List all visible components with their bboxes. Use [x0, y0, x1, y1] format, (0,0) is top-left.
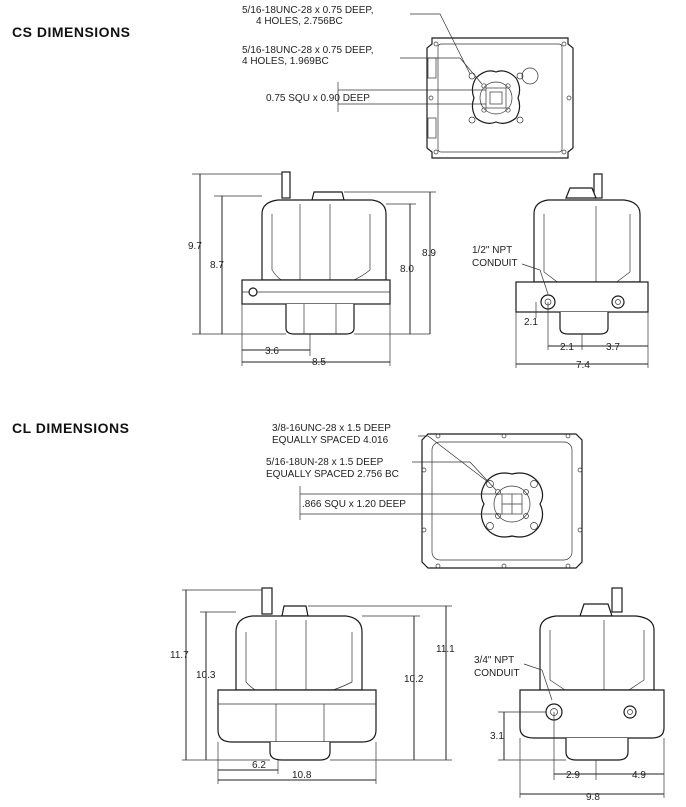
cl-callout-2-line1: 5/16-18UN-28 x 1.5 DEEP — [266, 457, 384, 468]
cl-top-view — [299, 433, 583, 569]
cl-front-view — [182, 587, 452, 784]
cl-conduit-line1: 3/4" NPT — [474, 655, 514, 666]
cs-top-view — [337, 13, 574, 159]
cl-dim-6-2: 6.2 — [252, 760, 266, 771]
cl-callout-1-line2: EQUALLY SPACED 4.016 — [272, 435, 389, 446]
cs-callout-2-line2: 4 HOLES, 1.969BC — [242, 56, 329, 67]
cs-dim-2-1-vert: 2.1 — [524, 317, 538, 328]
cl-dim-11-1: 11.1 — [436, 644, 455, 655]
cs-callout-3: 0.75 SQU x 0.90 DEEP — [266, 93, 370, 104]
cl-dim-9-8: 9.8 — [586, 792, 600, 803]
cs-callout-2-line1: 5/16-18UNC-28 x 0.75 DEEP, — [242, 45, 374, 56]
cs-front-view — [192, 171, 436, 366]
cs-callout-1-line2: 4 HOLES, 2.756BC — [256, 16, 343, 27]
cs-dim-3-6: 3.6 — [265, 346, 279, 357]
cs-dim-8-5: 8.5 — [312, 357, 326, 368]
cs-dim-7-4: 7.4 — [576, 360, 590, 371]
cl-callout-1-line1: 3/8-16UNC-28 x 1.5 DEEP — [272, 423, 391, 434]
cl-dim-11-7: 11.7 — [170, 650, 189, 661]
cl-dim-10-3: 10.3 — [196, 670, 216, 681]
cs-dim-8-9: 8.9 — [422, 248, 436, 259]
cs-dim-2-1-horiz: 2.1 — [560, 342, 574, 353]
cs-conduit-line1: 1/2" NPT — [472, 245, 512, 256]
cl-dim-10-8: 10.8 — [292, 770, 312, 781]
cl-conduit-line2: CONDUIT — [474, 668, 520, 679]
cs-dim-8-7: 8.7 — [210, 260, 224, 271]
cs-callout-1-line1: 5/16-18UNC-28 x 0.75 DEEP, — [242, 5, 374, 16]
cl-dim-2-9: 2.9 — [566, 770, 580, 781]
cl-dim-10-2: 10.2 — [404, 674, 424, 685]
cs-dim-9-7: 9.7 — [188, 241, 202, 252]
cs-dimensions-title: CS DIMENSIONS — [12, 24, 131, 40]
cs-dim-3-7: 3.7 — [606, 342, 620, 353]
cs-side-view — [515, 173, 649, 368]
cs-dim-8-0: 8.0 — [400, 264, 414, 275]
cl-callout-2-line2: EQUALLY SPACED 2.756 BC — [266, 469, 399, 480]
cl-dimensions-title: CL DIMENSIONS — [12, 420, 130, 436]
cl-dim-4-9: 4.9 — [632, 770, 646, 781]
cl-callout-3: .866 SQU x 1.20 DEEP — [302, 499, 406, 510]
cl-side-view — [498, 587, 665, 798]
cs-conduit-line2: CONDUIT — [472, 258, 518, 269]
cl-dim-3-1: 3.1 — [490, 731, 504, 742]
